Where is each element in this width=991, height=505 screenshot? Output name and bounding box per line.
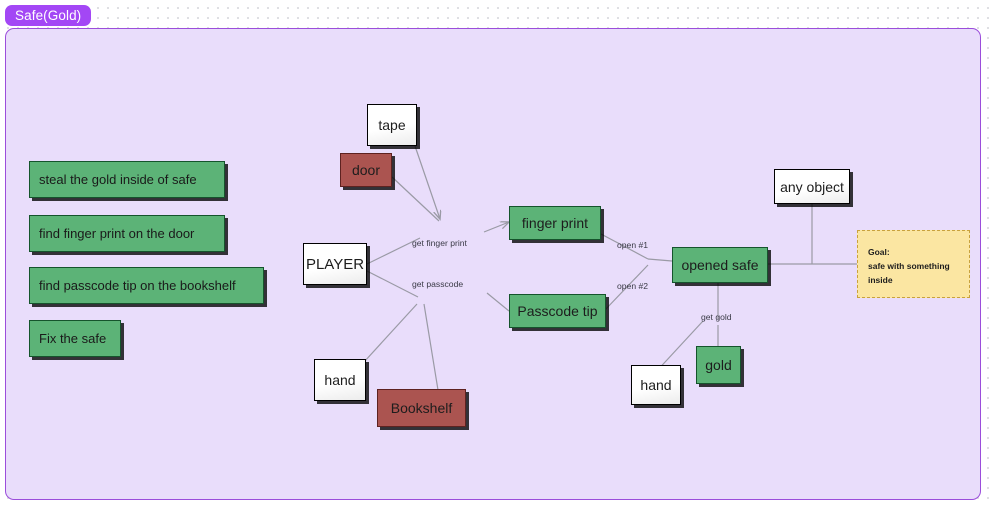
node-opened-safe[interactable]: opened safe — [672, 247, 768, 283]
node-tape[interactable]: tape — [367, 104, 417, 146]
task-item[interactable]: Fix the safe — [29, 320, 121, 357]
node-bookshelf[interactable]: Bookshelf — [377, 389, 466, 427]
node-label: any object — [780, 178, 844, 195]
edge-label-open-1: open #1 — [617, 240, 649, 250]
goal-line-1: Goal: — [868, 247, 890, 257]
task-label: steal the gold inside of safe — [39, 172, 197, 187]
goal-line-2: safe with something — [868, 261, 950, 272]
edge-label-get-passcode: get passcode — [412, 279, 464, 289]
task-label: find passcode tip on the bookshelf — [39, 278, 236, 293]
edge-label-get-gold: get gold — [701, 312, 732, 322]
node-label: finger print — [521, 215, 589, 231]
task-item[interactable]: steal the gold inside of safe — [29, 161, 225, 198]
node-passcode-tip[interactable]: Passcode tip — [509, 294, 606, 328]
edge-label-open-2: open #2 — [617, 281, 649, 291]
task-label: find finger print on the door — [39, 226, 195, 241]
node-any-object[interactable]: any object — [774, 169, 850, 204]
goal-note: Goal: safe with something inside — [857, 230, 970, 298]
node-label: opened safe — [681, 257, 759, 273]
node-label: Passcode tip — [517, 303, 598, 319]
node-label: hand — [640, 377, 672, 393]
node-finger-print[interactable]: finger print — [509, 206, 601, 240]
edge-label-get-finger-print: get finger print — [412, 238, 467, 248]
node-player[interactable]: PLAYER — [303, 243, 367, 285]
goal-line-3: inside — [868, 275, 893, 286]
node-label: hand — [324, 372, 356, 388]
node-label: door — [351, 162, 381, 178]
node-hand-left[interactable]: hand — [314, 359, 366, 401]
task-item[interactable]: find finger print on the door — [29, 215, 225, 252]
edge-layer — [363, 145, 857, 391]
task-label: Fix the safe — [39, 331, 107, 346]
node-label: tape — [378, 117, 406, 133]
task-item[interactable]: find passcode tip on the bookshelf — [29, 267, 264, 304]
node-hand-right[interactable]: hand — [631, 365, 681, 405]
diagram-canvas[interactable]: steal the gold inside of safe find finge… — [5, 28, 981, 500]
diagram-title-badge: Safe(Gold) — [5, 5, 92, 26]
node-label: Bookshelf — [390, 400, 453, 416]
node-label: gold — [705, 357, 732, 373]
node-label: PLAYER — [305, 255, 365, 273]
node-door[interactable]: door — [340, 153, 392, 187]
node-gold[interactable]: gold — [696, 346, 741, 384]
